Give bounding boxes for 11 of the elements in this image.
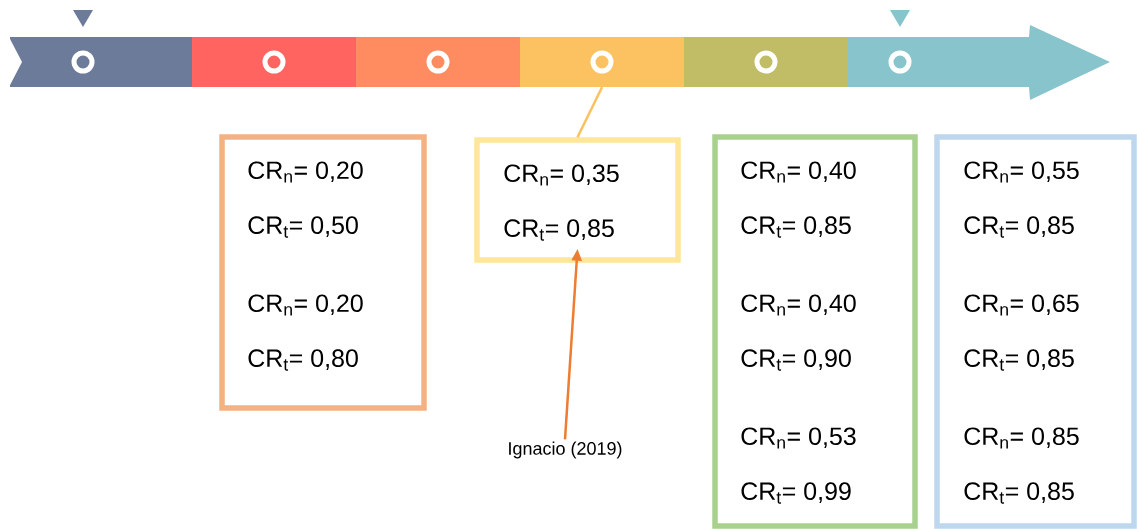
timeline-segment: [848, 25, 1110, 100]
value-box: CR$_{n}$= 0,55 CR$_{t}$= 0,85 CR$_{n}$= 0,65 CR$_{t}$= 0,85 CR$_{n}$= 0,85 CR$_{t}$= 0,85: [934, 134, 1137, 529]
timeline-segment: [9, 37, 192, 87]
value-box: CR$_{n}$= 0,35 CR$_{t}$= 0,85: [474, 137, 681, 263]
citation-text: Ignacio (2019): [509, 441, 622, 459]
timeline-segment: [684, 37, 848, 87]
timeline-segment: [520, 37, 684, 87]
timeline-segment: [192, 37, 356, 87]
timeline-segment: [356, 37, 520, 87]
value-box: CR$_{n}$= 0,40 CR$_{t}$= 0,85 CR$_{n}$= 0,40 CR$_{t}$= 0,90 CR$_{n}$= 0,53 CR$_{t}$= 0,99: [712, 134, 918, 529]
value-box: CR$_{n}$= 0,20 CR$_{t}$= 0,50 CR$_{n}$= 0,20 CR$_{t}$= 0,80: [219, 134, 427, 411]
